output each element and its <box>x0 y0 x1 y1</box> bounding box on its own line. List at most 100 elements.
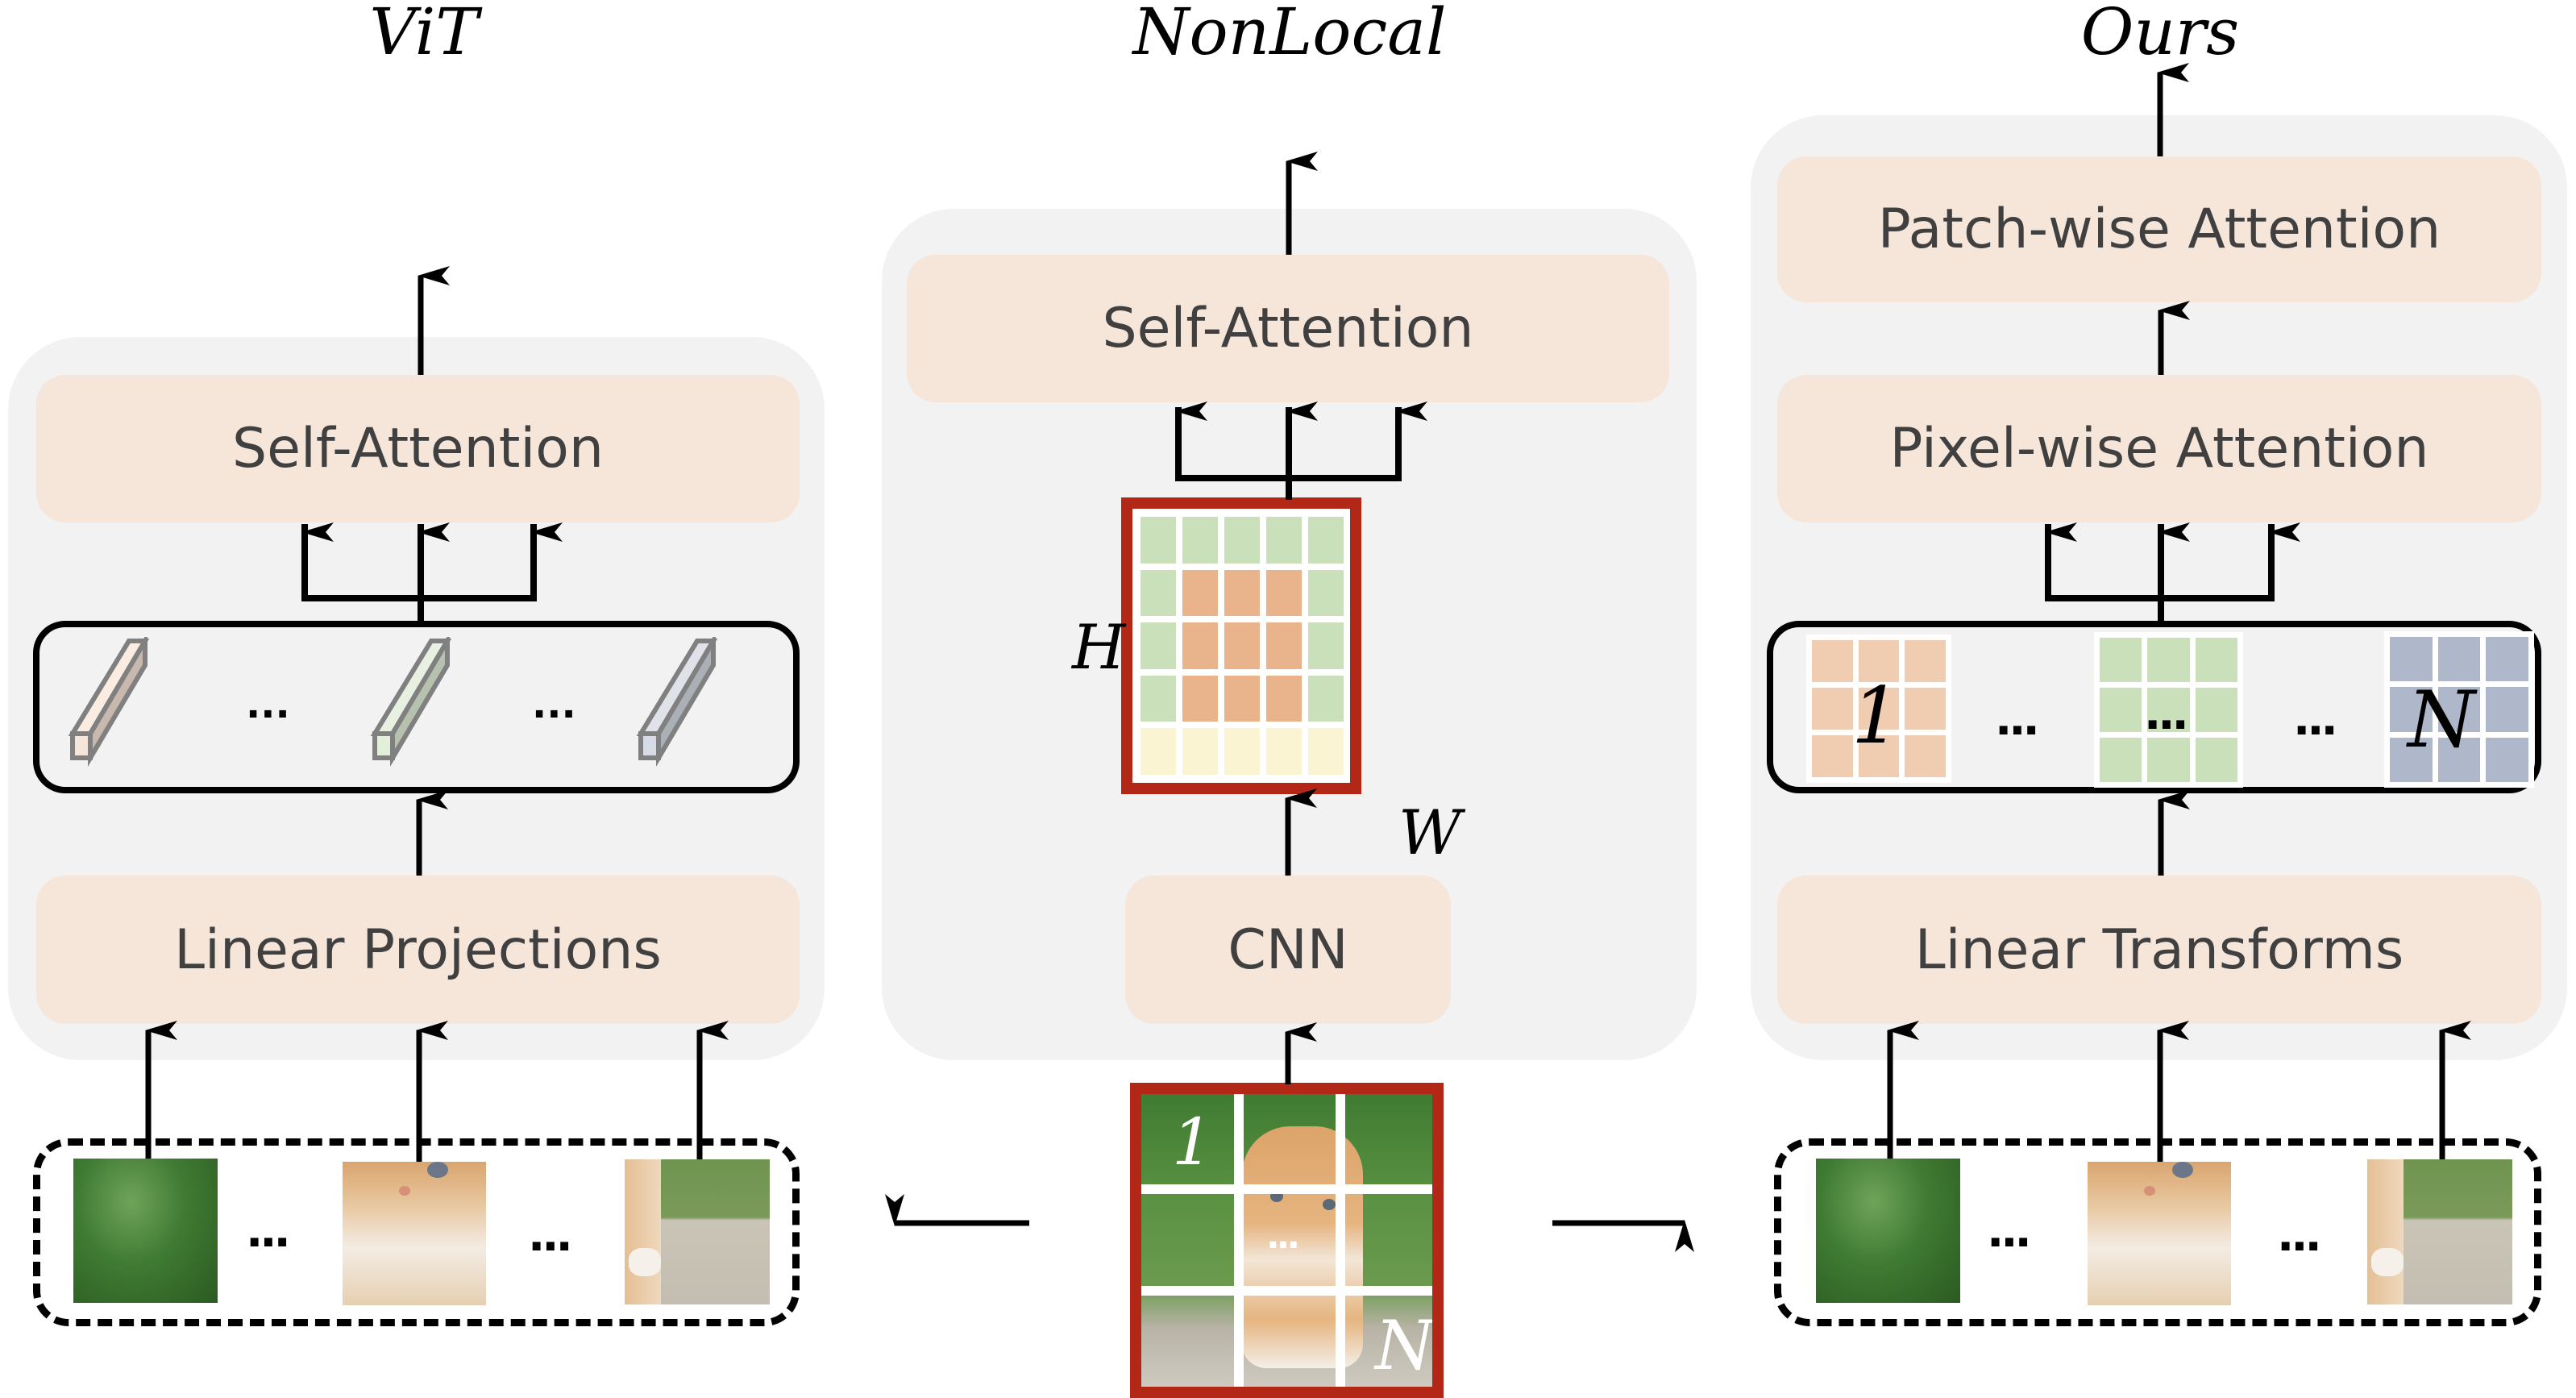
patch-token-1 <box>1806 635 1951 783</box>
height-label: H <box>1072 611 1126 683</box>
patch-pixel-cell <box>1905 640 1946 682</box>
feature-map-cell <box>1224 517 1260 564</box>
vit-self-attention-label: Self-Attention <box>232 417 604 481</box>
nonlocal-title: NonLocal <box>1132 0 1447 69</box>
ellipsis: ... <box>532 682 576 727</box>
patch-token-middle <box>2094 632 2243 788</box>
feature-map-cell <box>1224 728 1260 775</box>
feature-map-cell <box>1182 517 1218 564</box>
feature-map-cell <box>1308 675 1344 722</box>
vit-self-attention-block: Self-Attention <box>36 375 800 522</box>
feature-map-cell <box>1308 728 1344 775</box>
cnn-label: CNN <box>1228 917 1348 982</box>
feature-map-grid <box>1121 497 1361 794</box>
token-vector-2 <box>370 637 452 767</box>
patch-token-middle-label: ... <box>2144 688 2189 740</box>
vit-token-vectors: ... ... <box>68 637 718 767</box>
patch-pixel-cell <box>2390 737 2433 782</box>
vit-patch-cat-paw-stone <box>625 1159 770 1304</box>
patch-pixel-cell <box>1812 688 1853 730</box>
vit-title: ViT <box>369 0 479 69</box>
patch-pixel-cell <box>2390 637 2433 682</box>
patch-label-last: N <box>1375 1306 1435 1385</box>
patch-pixel-cell <box>2195 688 2237 732</box>
width-label: W <box>1398 797 1462 868</box>
pixel-wise-attention-label: Pixel-wise Attention <box>1889 417 2429 481</box>
ours-patch-cat-paw-stone <box>2367 1159 2512 1304</box>
patch-pixel-cell <box>2195 738 2237 782</box>
ellipsis: ... <box>1995 693 2040 746</box>
ours-patch-grass <box>1816 1159 1960 1303</box>
feature-map-cell <box>1141 517 1176 564</box>
patch-token-n <box>2384 631 2534 788</box>
patch-pixel-cell <box>1812 640 1853 682</box>
patch-pixel-cell <box>1858 640 1900 682</box>
feature-map-cell <box>1141 728 1176 775</box>
patch-pixel-cell <box>2486 737 2528 782</box>
ellipsis: ... <box>2293 693 2338 746</box>
patch-wise-attention-block: Patch-wise Attention <box>1777 156 2541 302</box>
ellipsis: ... <box>2277 1209 2322 1262</box>
token-vector-1 <box>68 637 150 767</box>
feature-map-cell <box>1182 622 1218 669</box>
patch-pixel-cell <box>2437 687 2481 732</box>
patch-pixel-cell <box>2486 687 2528 732</box>
ellipsis: ... <box>528 1209 573 1262</box>
vit-linear-projections-label: Linear Projections <box>174 917 662 982</box>
feature-map-cell <box>1141 675 1176 722</box>
feature-map-cell <box>1224 675 1260 722</box>
ellipsis: ... <box>246 1205 291 1258</box>
ellipsis: ... <box>246 682 290 727</box>
linear-transforms-block: Linear Transforms <box>1777 876 2541 1024</box>
vit-linear-projections-block: Linear Projections <box>36 876 800 1024</box>
patch-label-middle: ... <box>1266 1216 1300 1257</box>
feature-map-cell <box>1141 622 1176 669</box>
feature-map-cell <box>1182 675 1218 722</box>
patch-pixel-cell <box>1905 735 1946 777</box>
feature-map-cell <box>1266 517 1302 564</box>
patch-pixel-cell <box>1858 735 1900 777</box>
pixel-wise-attention-block: Pixel-wise Attention <box>1777 375 2541 522</box>
patch-pixel-cell <box>2390 687 2433 732</box>
nonlocal-self-attention-label: Self-Attention <box>1102 297 1474 360</box>
ellipsis: ... <box>1987 1205 2032 1258</box>
patch-pixel-cell <box>2147 688 2190 732</box>
input-image: 1 ... N <box>1130 1083 1444 1398</box>
feature-map-cell <box>1266 675 1302 722</box>
patch-pixel-cell <box>1905 688 1946 730</box>
feature-map-cell <box>1266 569 1302 617</box>
patch-label-first: 1 <box>1172 1105 1213 1180</box>
patch-pixel-cell <box>2147 638 2190 682</box>
patch-pixel-cell <box>1858 688 1900 730</box>
patch-pixel-cell <box>2100 738 2142 782</box>
patch-wise-attention-label: Patch-wise Attention <box>1877 198 2441 261</box>
feature-map-cell <box>1266 622 1302 669</box>
patch-pixel-cell <box>2486 637 2528 682</box>
feature-map-cell <box>1224 622 1260 669</box>
patch-pixel-cell <box>2100 638 2142 682</box>
feature-map-cell <box>1308 622 1344 669</box>
vit-patch-cat-face <box>343 1162 486 1305</box>
feature-map-cell <box>1141 569 1176 617</box>
patch-pixel-cell <box>2437 737 2481 782</box>
patch-token-1-label: 1 <box>1851 671 1901 761</box>
feature-map-cell <box>1308 517 1344 564</box>
ours-patch-cat-face <box>2088 1162 2231 1305</box>
nonlocal-self-attention-block: Self-Attention <box>907 255 1669 402</box>
feature-map-cell <box>1266 728 1302 775</box>
feature-map-cell <box>1182 728 1218 775</box>
patch-pixel-cell <box>2195 638 2237 682</box>
linear-transforms-label: Linear Transforms <box>1914 917 2404 982</box>
ours-title: Ours <box>2080 0 2240 69</box>
token-vector-3 <box>636 637 718 767</box>
patch-pixel-cell <box>1812 735 1853 777</box>
patch-pixel-cell <box>2147 738 2190 782</box>
feature-map-cell <box>1182 569 1218 617</box>
vit-patch-grass <box>73 1159 218 1303</box>
patch-pixel-cell <box>2437 637 2481 682</box>
patch-pixel-cell <box>2100 688 2142 732</box>
patch-token-n-label: N <box>2408 675 2475 765</box>
feature-map-cell <box>1224 569 1260 617</box>
feature-map-cell <box>1308 569 1344 617</box>
cnn-block: CNN <box>1125 876 1451 1024</box>
